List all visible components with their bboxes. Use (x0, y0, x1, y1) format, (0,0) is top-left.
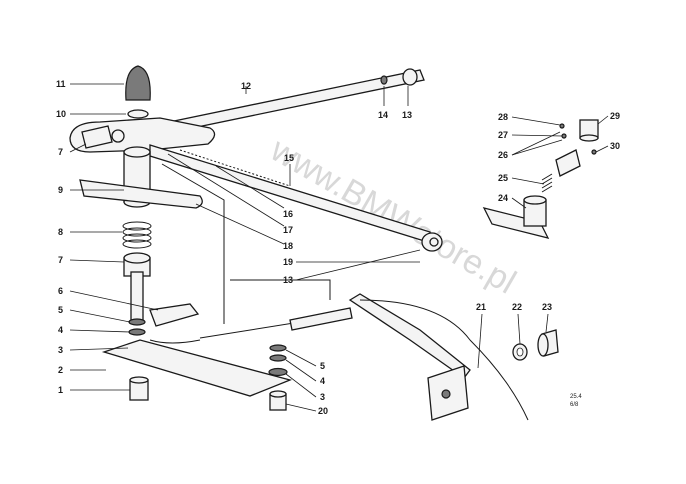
return-bracket-housing-top (523, 195, 547, 205)
callout-3-right: 3 (320, 392, 325, 402)
callout-30: 30 (610, 141, 620, 151)
leader-lines (69, 83, 609, 412)
base-bracket (101, 339, 293, 397)
callout-8: 8 (58, 227, 63, 237)
callout-29: 29 (610, 111, 620, 121)
pedal-bracket (348, 293, 471, 379)
lever-arm (149, 303, 200, 327)
callout-3-left: 3 (58, 345, 63, 355)
lower-rod-end-hole (429, 237, 439, 247)
left-washer-4 (128, 328, 146, 336)
right-return-assembly (482, 119, 599, 239)
lower-bushing-top (123, 252, 151, 264)
right-washer-5 (269, 344, 287, 352)
right-washer-4 (269, 354, 287, 362)
callout-26: 26 (498, 150, 508, 160)
right-washer-3 (268, 367, 288, 377)
callout-7-upper: 7 (58, 147, 63, 157)
callout-2: 2 (58, 365, 63, 375)
ring-27 (561, 133, 567, 139)
cable-outer-sheath (359, 299, 529, 421)
callout-1: 1 (58, 385, 63, 395)
reference-code: 25.4 6/8 (570, 394, 582, 408)
callout-21: 21 (476, 302, 486, 312)
knob (125, 65, 151, 101)
callout-13-upper: 13 (402, 110, 412, 120)
callout-25: 25 (498, 173, 508, 183)
callout-9: 9 (58, 185, 63, 195)
rubber-mount-left-top (129, 376, 149, 384)
upper-rod-end (402, 68, 418, 86)
callout-4-left: 4 (58, 325, 63, 335)
ring-30 (591, 149, 597, 155)
upper-rod-nut (380, 75, 388, 85)
reference-line-1: 25.4 (570, 394, 582, 400)
rod-thread (179, 149, 291, 187)
callout-19: 19 (283, 257, 293, 267)
bolt-23-head (537, 333, 549, 357)
plunger-cap-bottom (579, 134, 599, 142)
upper-plug (81, 125, 113, 149)
washer-22-hole (516, 347, 524, 357)
callout-27: 27 (498, 130, 508, 140)
callout-5-right: 5 (320, 361, 325, 371)
cable-end (149, 339, 201, 344)
callout-17: 17 (283, 225, 293, 235)
reference-line-2: 6/8 (570, 402, 579, 408)
assembly-guide-line (161, 163, 225, 324)
callout-16: 16 (283, 209, 293, 219)
return-bracket-plate (482, 207, 550, 239)
left-washer-5 (128, 318, 146, 326)
plunger (555, 149, 581, 177)
lever-plate (79, 179, 203, 209)
left-linkage-assembly (69, 65, 529, 421)
bearing-housing-top (123, 146, 151, 158)
callout-12: 12 (241, 81, 251, 91)
callout-18: 18 (283, 241, 293, 251)
callout-5-left: 5 (58, 305, 63, 315)
watermark-text: www.BMWstore.pl (264, 130, 523, 301)
cable-adjuster (289, 307, 353, 331)
washer-and-bolt (512, 329, 559, 361)
ring-28 (559, 123, 565, 129)
upper-plug-nut (111, 129, 125, 143)
callout-13-lower: 13 (283, 275, 293, 285)
callout-23: 23 (542, 302, 552, 312)
callout-6: 6 (58, 286, 63, 296)
callout-7-lower: 7 (58, 255, 63, 265)
callout-labels: 11 10 7 9 8 7 6 5 4 3 2 1 12 14 13 15 16… (56, 79, 620, 416)
callout-14: 14 (378, 110, 388, 120)
rubber-mount-right-top (269, 390, 287, 398)
knob-washer (127, 109, 149, 119)
callout-28: 28 (498, 112, 508, 122)
return-spring (541, 173, 553, 193)
callout-11: 11 (56, 79, 66, 89)
callout-10: 10 (56, 109, 66, 119)
callout-15: 15 (284, 153, 294, 163)
callout-24: 24 (498, 193, 508, 203)
assembly-guide-line-2 (230, 279, 331, 300)
pedal-pad-hole (441, 389, 451, 399)
callout-20: 20 (318, 406, 328, 416)
coil-spring (122, 221, 152, 249)
callout-22: 22 (512, 302, 522, 312)
callout-4-right: 4 (320, 376, 325, 386)
vertical-shaft (130, 271, 144, 321)
